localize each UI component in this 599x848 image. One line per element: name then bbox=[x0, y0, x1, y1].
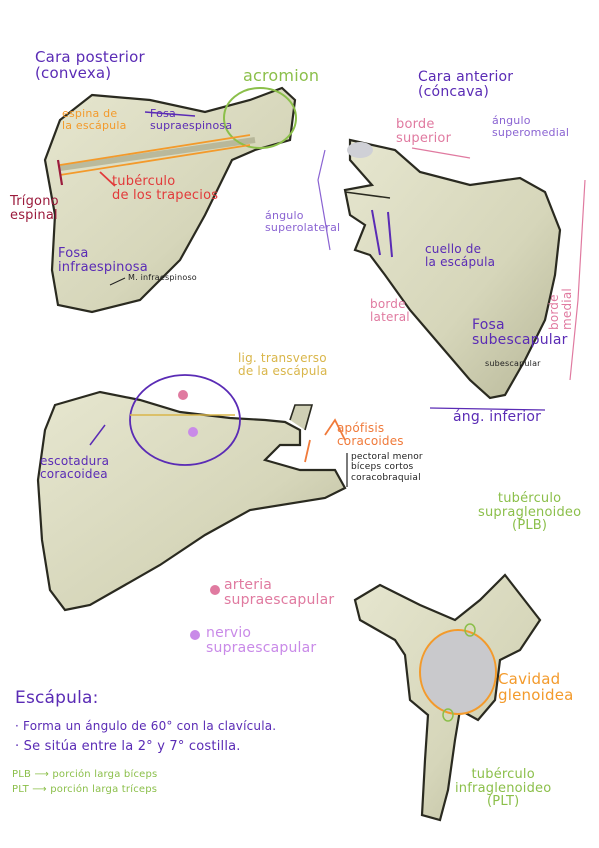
anterior-scapula bbox=[317, 138, 586, 411]
posterior-scapula bbox=[43, 86, 297, 314]
fosa-supraespinosa-label: Fosa supraespinosa bbox=[150, 107, 233, 132]
m-subescapular-label: subescapular bbox=[485, 359, 541, 368]
notes-title: Escápula: bbox=[15, 688, 99, 708]
fosa-infraespinosa-label: Fosa infraespinosa bbox=[58, 246, 148, 275]
lateral-scapula bbox=[353, 573, 542, 822]
fosa-subescapular-label: Fosa subescapular bbox=[472, 317, 568, 348]
angulo-superolateral-label: ángulo superolateral bbox=[265, 209, 341, 234]
tuberculo-trapecios-label: tubérculo de los trapecios bbox=[112, 174, 219, 203]
borde-superior-label: borde superior bbox=[396, 117, 452, 146]
notes-line-angle: · Forma un ángulo de 60° con la clavícul… bbox=[15, 719, 277, 733]
cavidad-glenoidea-label: Cavidad glenoidea bbox=[498, 670, 574, 704]
nervio-supraescapular-label: nervio supraescapular bbox=[206, 625, 317, 656]
trigono-espinal-label: Trígono espinal bbox=[10, 194, 59, 223]
angulo-superomedial-label: ángulo superomedial bbox=[492, 114, 570, 139]
borde-lateral-label: borde lateral bbox=[370, 297, 410, 324]
angulo-inferior-label: áng. inferior bbox=[453, 409, 542, 425]
anterior-title: Cara anterior (cóncava) bbox=[418, 69, 514, 100]
tuberculo-infraglenoideo-label: tubérculo infraglenoideo (PLT) bbox=[455, 767, 552, 810]
tuberculo-supraglenoideo-label: tubérculo supraglenoideo (PLB) bbox=[478, 491, 582, 534]
acromion-label: acromion bbox=[243, 66, 320, 85]
posterior-title: Cara posterior (convexa) bbox=[35, 48, 145, 82]
m-infraespinoso-label: M. infraespinoso bbox=[128, 273, 197, 282]
notes-line-ribs: · Se sitúa entre la 2° y 7° costilla. bbox=[15, 739, 241, 754]
lig-transverso-label: lig. transverso de la escápula bbox=[238, 351, 328, 378]
cuello-escapula-label: cuello de la escápula bbox=[425, 242, 496, 269]
arteria-supraescapular-label: arteria supraescapular bbox=[224, 577, 335, 608]
borde-medial-label: borde medial bbox=[547, 288, 574, 330]
escotadura-coracoidea-label: escotadura coracoidea bbox=[40, 454, 110, 481]
notes-plb: PLB ⟶ porción larga bíceps bbox=[12, 769, 158, 780]
espina-label: espina de la escápula bbox=[62, 107, 127, 132]
superior-scapula bbox=[36, 374, 348, 640]
notes-plt: PLT ⟶ porción larga tríceps bbox=[12, 784, 158, 795]
apofisis-coracoides-label: apófisis coracoides bbox=[337, 421, 404, 448]
apofisis-muscles-list: pectoral menor bíceps cortos coracobraqu… bbox=[351, 452, 423, 483]
